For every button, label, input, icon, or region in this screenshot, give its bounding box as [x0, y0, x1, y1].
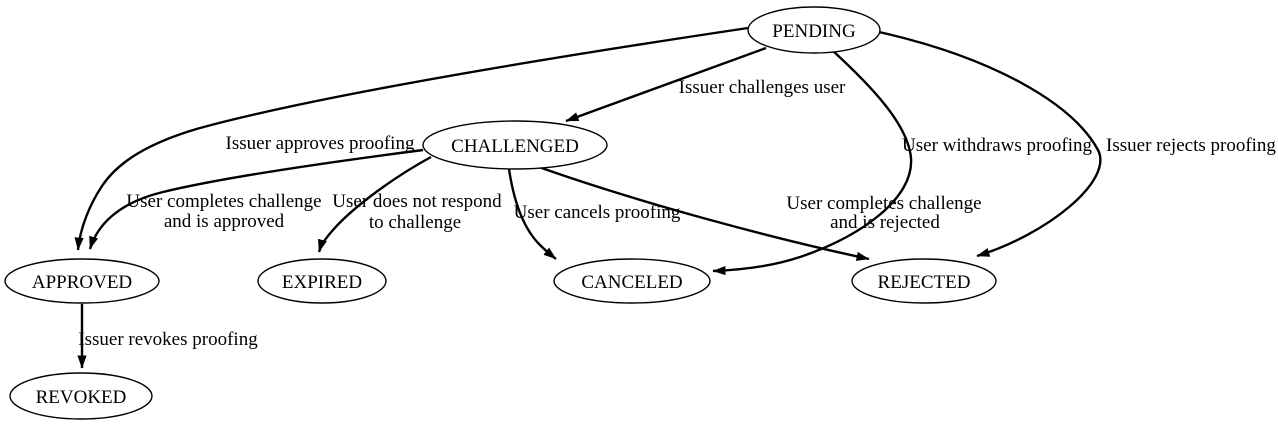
- node-revoked: REVOKED: [9, 372, 153, 420]
- edge-challenged-expired-label-line1: User does not respond: [332, 191, 502, 212]
- node-canceled-ellipse: [553, 258, 711, 304]
- edge-pending-rejected-path: [878, 30, 1102, 258]
- edge-challenged-rejected-label-line2: and is rejected: [830, 212, 940, 233]
- edge-group: [74, 26, 1102, 369]
- node-pending-ellipse: [747, 6, 881, 54]
- edge-challenged-approved-path: [88, 148, 424, 250]
- node-rejected-ellipse: [851, 258, 997, 304]
- edge-challenged-canceled-label: User cancels proofing: [514, 202, 681, 223]
- node-rejected: REJECTED: [851, 258, 997, 304]
- node-pending: PENDING: [747, 6, 881, 54]
- edge-challenged-expired-label-line2: to challenge: [369, 212, 461, 233]
- node-pending-label: PENDING: [772, 21, 856, 42]
- edge-label-group: Issuer challenges user Issuer approves p…: [78, 77, 1276, 350]
- edge-pending-approved-label: Issuer approves proofing: [226, 133, 415, 154]
- node-challenged-label: CHALLENGED: [451, 136, 579, 157]
- edge-challenged-rejected-path: [535, 164, 870, 261]
- edge-challenged-approved-label-line1: User completes challenge: [126, 191, 321, 212]
- node-expired-ellipse: [257, 258, 387, 304]
- node-challenged-ellipse: [422, 120, 608, 170]
- edge-challenged-approved-label-line2: and is approved: [164, 211, 285, 232]
- edge-pending-challenged-label: Issuer challenges user: [679, 77, 846, 98]
- edge-challenged-expired-path: [317, 155, 432, 253]
- node-revoked-ellipse: [9, 372, 153, 420]
- node-expired-label: EXPIRED: [282, 272, 362, 293]
- edge-pending-challenged-path: [565, 46, 767, 123]
- edge-challenged-rejected-label-line1: User completes challenge: [786, 193, 981, 214]
- edge-pending-canceled-path: [712, 50, 913, 276]
- edge-approved-revoked-label: Issuer revokes proofing: [78, 329, 258, 350]
- edge-pending-approved-path: [74, 26, 749, 251]
- node-revoked-label: REVOKED: [36, 387, 127, 408]
- node-challenged: CHALLENGED: [422, 120, 608, 170]
- node-canceled: CANCELED: [553, 258, 711, 304]
- node-canceled-label: CANCELED: [581, 272, 682, 293]
- node-expired: EXPIRED: [257, 258, 387, 304]
- edge-challenged-canceled-path: [507, 168, 557, 260]
- node-group: PENDING CHALLENGED APPROVED EXPIRED CANC…: [4, 6, 997, 420]
- node-approved-label: APPROVED: [32, 272, 132, 293]
- node-rejected-label: REJECTED: [878, 272, 971, 293]
- edge-pending-rejected-label: Issuer rejects proofing: [1106, 135, 1276, 156]
- edge-pending-canceled-label: User withdraws proofing: [902, 135, 1092, 156]
- node-approved-ellipse: [4, 258, 160, 304]
- node-approved: APPROVED: [4, 258, 160, 304]
